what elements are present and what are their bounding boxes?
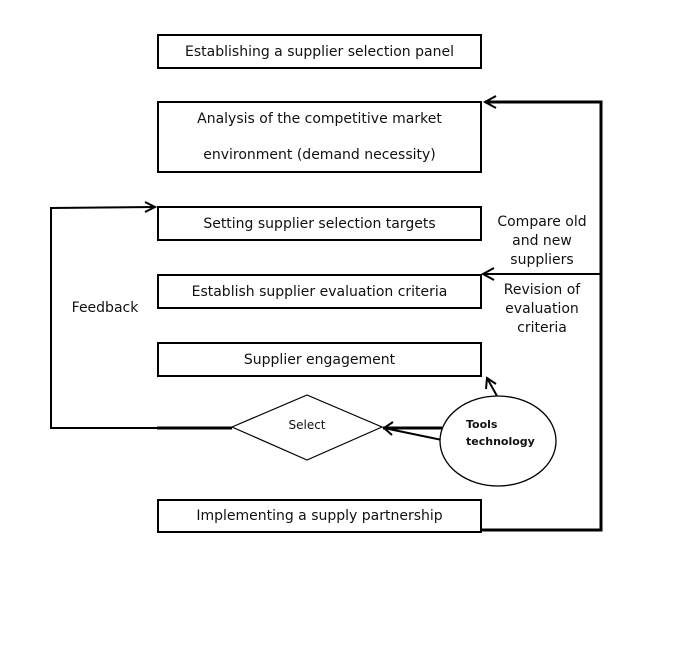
step-label: Establish supplier evaluation criteria — [191, 283, 448, 300]
step-label-line1: Analysis of the competitive market — [197, 111, 442, 127]
right-loop-line — [482, 100, 603, 532]
arrowhead-select — [382, 421, 394, 436]
select-decision-label: Select — [288, 418, 326, 432]
step-label: Setting supplier selection targets — [203, 215, 436, 232]
tools-technology-label: Tools technology — [466, 416, 535, 450]
step-label-line2: environment (demand necessity) — [203, 147, 436, 163]
step-supply-partnership: Implementing a supply partnership — [157, 499, 482, 533]
tools-label-line2: technology — [466, 435, 535, 448]
compare-line2: and new — [512, 233, 572, 249]
revision-line2: evaluation — [505, 301, 579, 317]
compare-line1: Compare old — [497, 214, 587, 230]
step-label: Establishing a supplier selection panel — [185, 43, 454, 60]
arrowhead-analysis — [482, 95, 497, 109]
step-supplier-engagement: Supplier engagement — [157, 342, 482, 377]
step-establish-panel: Establishing a supplier selection panel — [157, 34, 482, 69]
step-evaluation-criteria: Establish supplier evaluation criteria — [157, 274, 482, 309]
step-label: Supplier engagement — [243, 351, 396, 368]
compare-line3: suppliers — [510, 252, 574, 268]
revision-line3: criteria — [517, 320, 567, 336]
revision-line1: Revision of — [503, 282, 581, 298]
revision-criteria-label: Revision of evaluation criteria — [487, 281, 597, 338]
left-feedback-line — [50, 206, 157, 429]
arrowhead-targets — [144, 201, 158, 213]
compare-suppliers-label: Compare old and new suppliers — [487, 213, 597, 270]
step-market-analysis: Analysis of the competitive market envir… — [157, 101, 482, 173]
tools-technology-ellipse — [439, 395, 557, 487]
step-selection-targets: Setting supplier selection targets — [157, 206, 482, 241]
tools-label-line1: Tools — [466, 418, 498, 431]
select-diamond — [230, 394, 384, 461]
tools-to-engagement-arrow — [486, 377, 498, 397]
step-label: Implementing a supply partnership — [196, 508, 443, 524]
feedback-label: Feedback — [71, 300, 139, 316]
arrowhead-engagement — [485, 376, 497, 390]
arrowhead-criteria — [480, 267, 495, 281]
tools-to-select-arrow — [383, 427, 443, 441]
